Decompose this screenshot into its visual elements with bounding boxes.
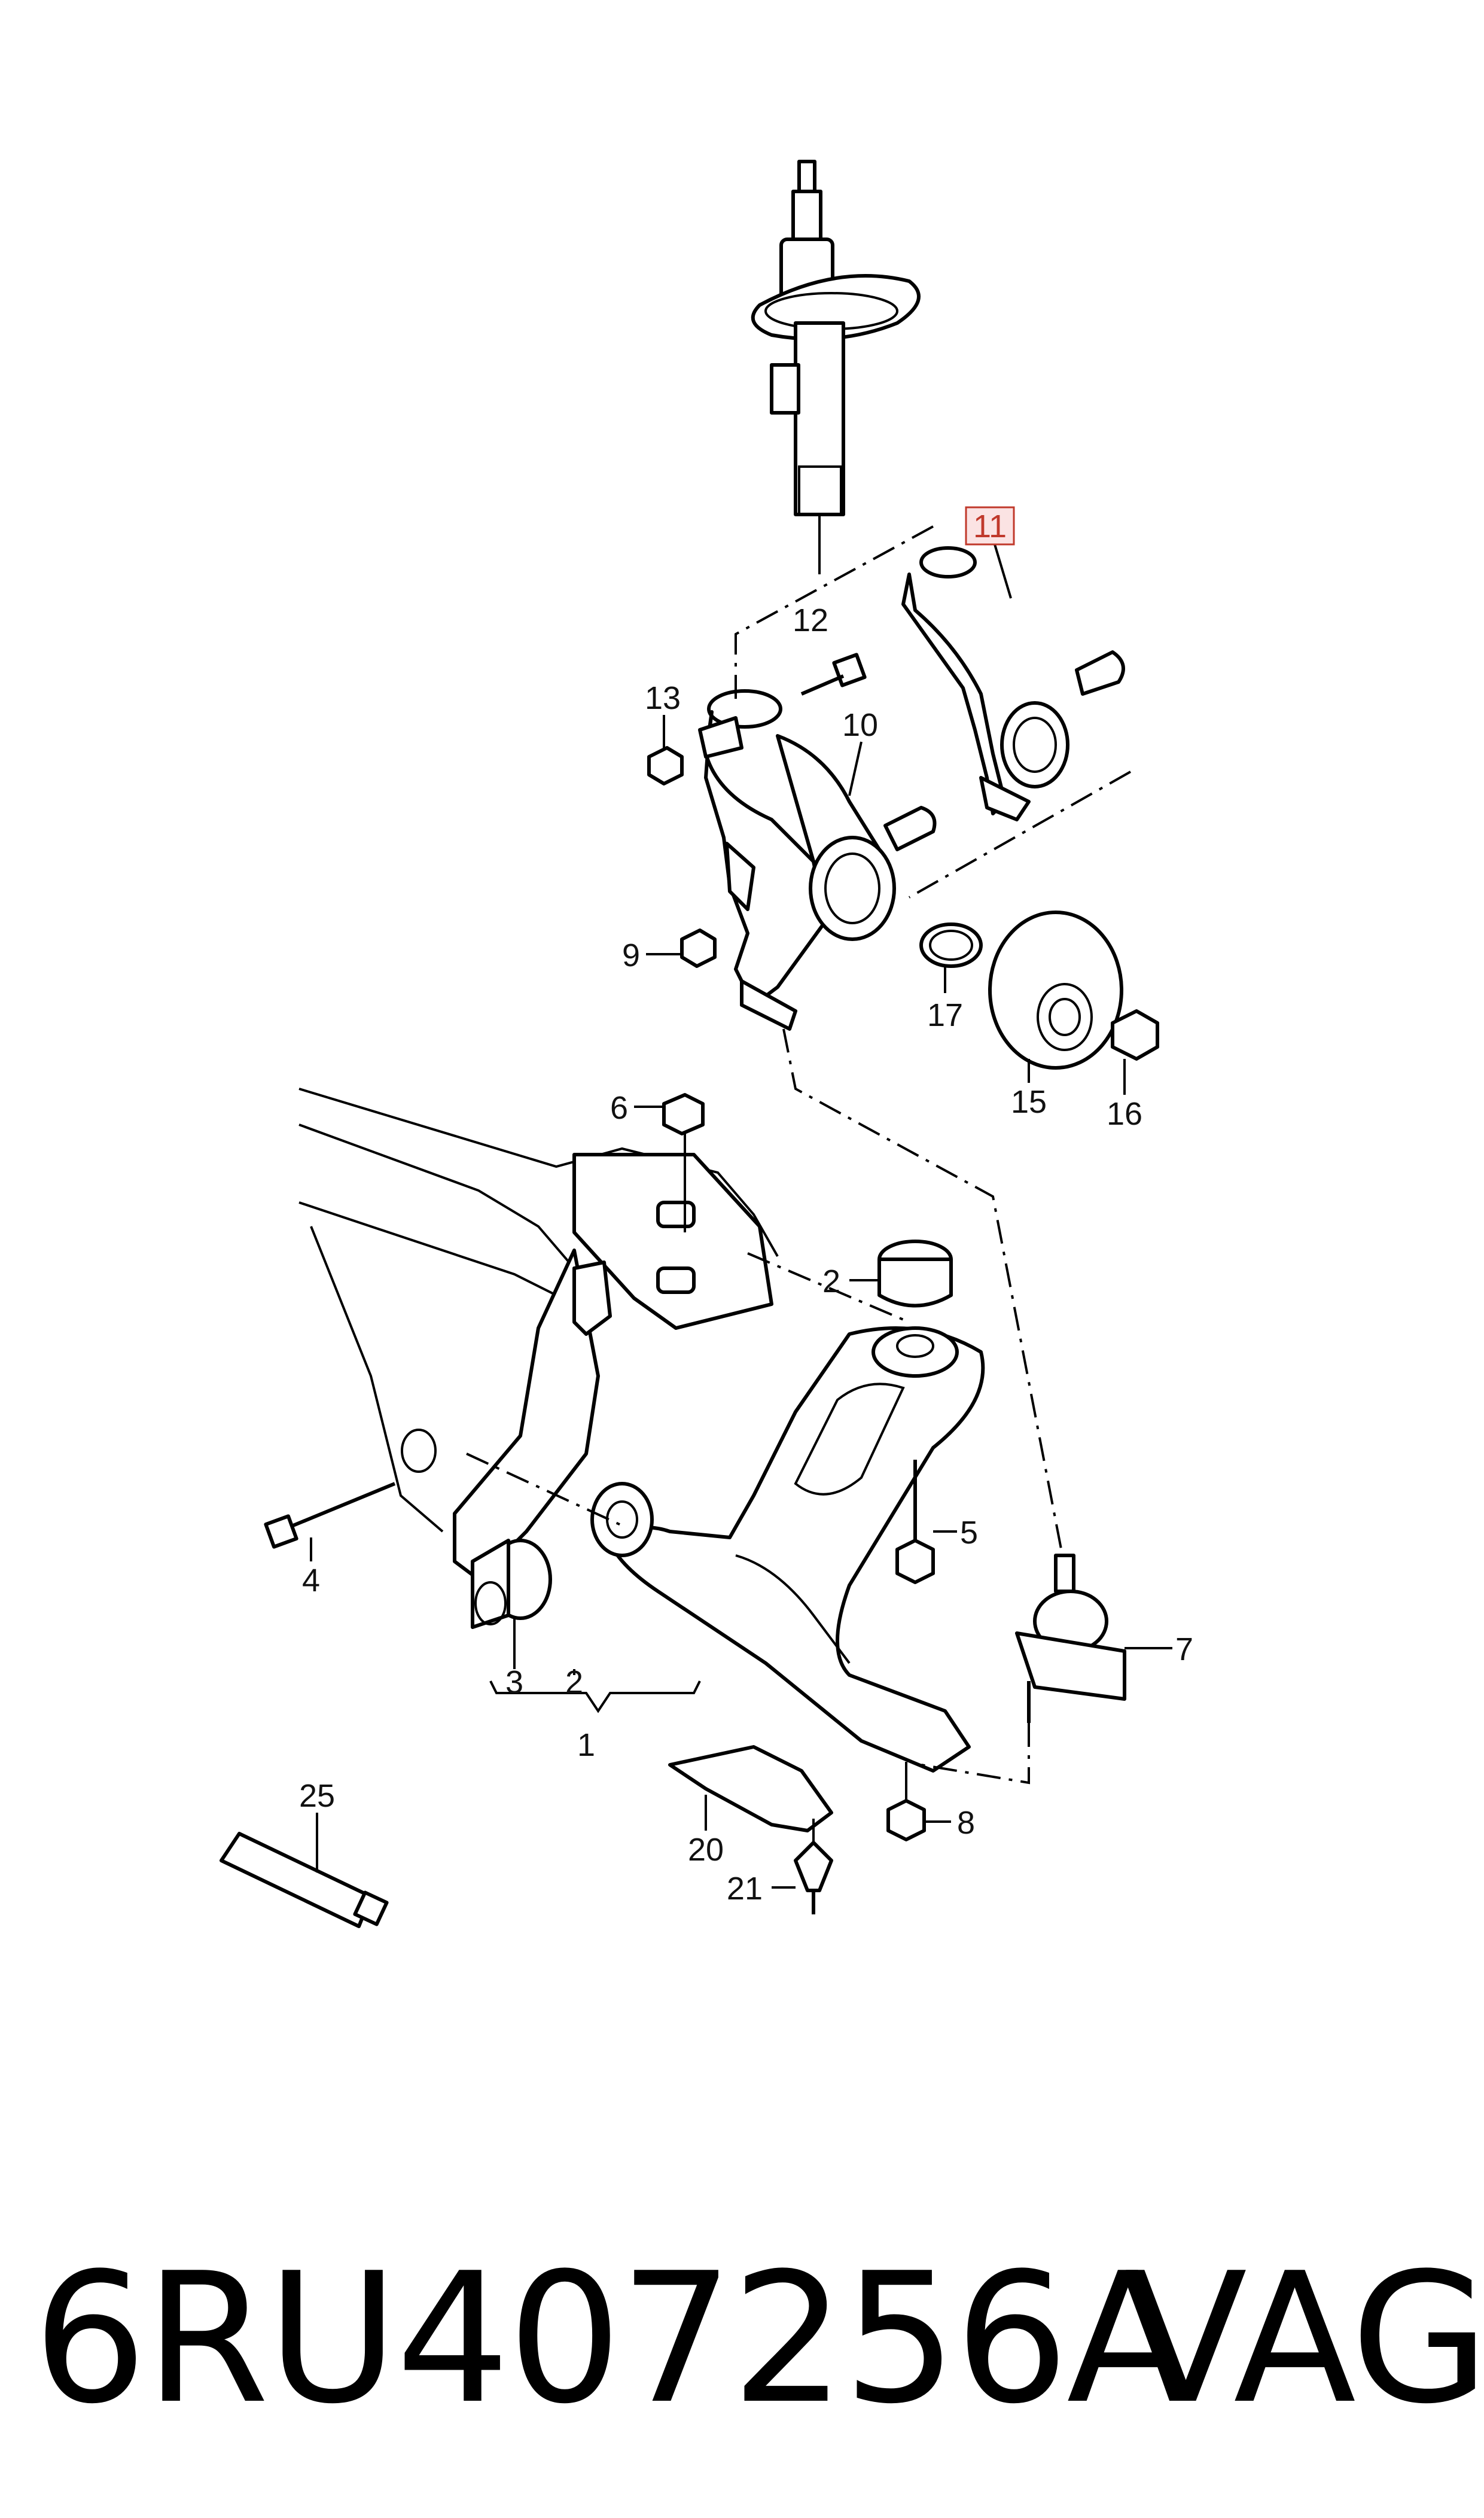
hub-bolt-16 — [1111, 1009, 1159, 1061]
callout-12: 12 — [793, 602, 828, 638]
callout-6: 6 — [610, 1090, 628, 1126]
callout-16: 16 — [1107, 1096, 1142, 1132]
callout-4: 4 — [302, 1563, 320, 1599]
brand-name: VAG — [1125, 2234, 1484, 2443]
nut-9 — [646, 928, 717, 968]
callout-21: 21 — [727, 1871, 763, 1907]
callout-5: 5 — [960, 1515, 978, 1551]
o-ring-17 — [919, 922, 983, 968]
callout-15: 15 — [1011, 1084, 1047, 1120]
bolt-4 — [264, 1482, 396, 1561]
wheel-hub-15 — [988, 911, 1123, 1070]
group-bracket — [489, 1680, 701, 1713]
bushing-2-top — [849, 1240, 953, 1308]
nut-8 — [886, 1762, 951, 1841]
cover-plate-20 — [668, 1745, 833, 1832]
ball-joint-7 — [1015, 1554, 1172, 1723]
callout-8: 8 — [957, 1805, 975, 1841]
part-number: 6RU407256A — [33, 2234, 1189, 2443]
callout-2-top: 2 — [822, 1263, 840, 1299]
callout-2-bottom: 2 — [565, 1664, 583, 1700]
subframe — [298, 1088, 779, 1581]
bolt-12 — [800, 653, 867, 696]
callout-11: 11 — [973, 509, 1007, 544]
callout-25: 25 — [299, 1778, 335, 1814]
grease-tube-25 — [220, 1813, 389, 1928]
bushing-3 — [471, 1539, 552, 1669]
nut-6 — [634, 1093, 705, 1232]
nut-13 — [647, 715, 684, 785]
callout-3: 3 — [505, 1664, 523, 1700]
callout-9: 9 — [622, 937, 640, 973]
callout-13: 13 — [645, 680, 681, 716]
control-arm-1 — [590, 1326, 985, 1773]
callout-1: 1 — [577, 1727, 595, 1763]
callout-20: 20 — [688, 1832, 724, 1868]
bolt-5 — [895, 1460, 957, 1584]
callout-10: 10 — [842, 707, 878, 743]
shock-absorber-strut — [751, 160, 921, 574]
steering-knuckle-11 — [901, 546, 1125, 821]
steering-knuckle-10 — [698, 689, 937, 1031]
clip-21 — [772, 1819, 833, 1914]
callout-7: 7 — [1175, 1631, 1193, 1667]
callout-11-highlight — [965, 506, 1015, 546]
callout-17: 17 — [927, 997, 963, 1033]
